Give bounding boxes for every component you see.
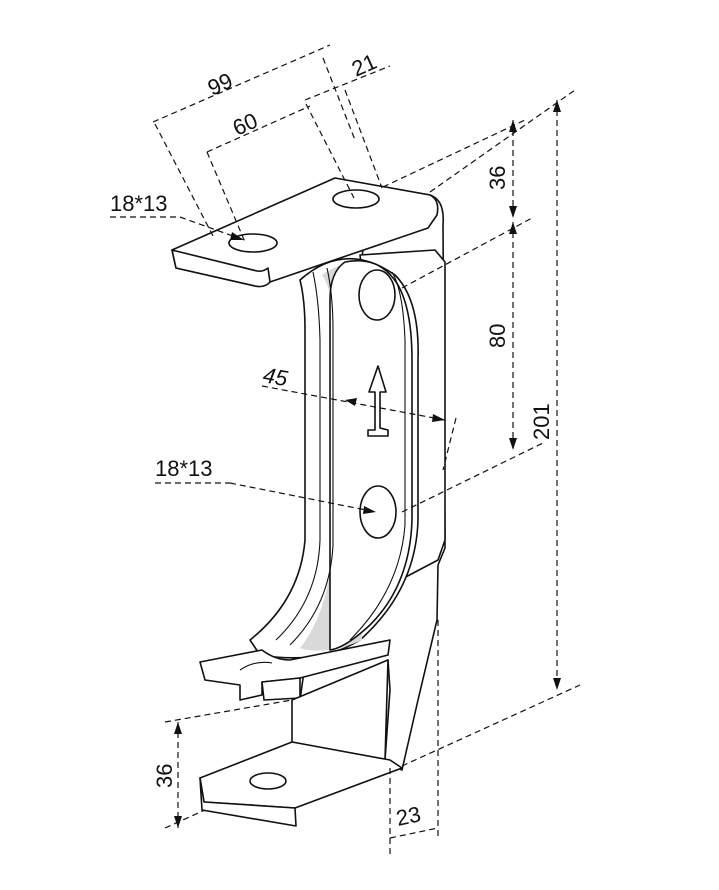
web-hole-lower: [359, 485, 397, 539]
arrowhead-45-right: [432, 414, 445, 422]
web-hole-upper: [358, 269, 396, 321]
dim-45-label: 45: [261, 362, 290, 391]
bracket-bottom-notch: [239, 661, 273, 671]
dim-21-label: 21: [348, 49, 381, 82]
dim-60-ext-right: [305, 103, 355, 199]
dim-36-top-label: 36: [485, 166, 510, 190]
bracket-web-plate: [329, 259, 413, 651]
bracket-bottom-front-flange: [199, 639, 391, 701]
direction-arrow-icon: [367, 365, 389, 437]
arrowhead-80-top: [509, 222, 517, 234]
dim-23-label: 23: [394, 801, 423, 831]
dim-18x13-mid-label: 18*13: [155, 456, 213, 481]
bracket-bottom-front-flange-step: [261, 677, 301, 701]
dim-18x13-top-leader: [179, 216, 245, 241]
arrowheads: [174, 100, 561, 828]
arrowhead-201-top: [553, 100, 561, 112]
arrowhead-18x13-mid: [363, 506, 376, 514]
arrowhead-18x13-top: [230, 232, 244, 240]
arrowhead-36-top: [509, 120, 517, 132]
dim-36-bottom-ext-bottom: [164, 809, 206, 829]
base-plate-hole: [249, 772, 287, 790]
dimension-lines: [110, 44, 581, 858]
arrowhead-45-left: [345, 398, 357, 406]
dim-60-line: [206, 105, 311, 153]
arrowhead-201-bottom: [553, 678, 561, 690]
dim-ext-80-top: [401, 217, 533, 289]
dim-21-line: [304, 65, 391, 101]
arrowhead-36b-top: [174, 722, 182, 734]
dim-99-ext-left: [154, 123, 214, 237]
bracket-top-flange-front-edge: [171, 249, 271, 288]
top-flange-hole-right: [332, 189, 380, 209]
arrowhead-36-bottom: [509, 206, 517, 218]
dim-201-label: 201: [529, 403, 554, 440]
dim-ext-201-bottom: [401, 684, 581, 767]
bracket-part: [171, 177, 446, 827]
dim-36-bottom-label: 36: [152, 764, 177, 788]
dim-80-label: 80: [485, 324, 510, 348]
dim-99-line: [152, 44, 331, 123]
dim-45-ext: [442, 417, 457, 471]
bracket-channel-edge-1: [275, 271, 321, 641]
bracket-channel-edge-3: [349, 271, 406, 641]
dim-18x13-top-label: 18*13: [110, 191, 168, 216]
dim-23-line: [389, 827, 439, 839]
dim-99-label: 99: [204, 68, 237, 101]
dim-99-ext-right: [322, 57, 356, 141]
arrowhead-36b-bottom: [174, 816, 182, 828]
dim-ext-top: [382, 119, 526, 188]
dim-60-label: 60: [229, 108, 262, 141]
dim-21-ext: [344, 89, 383, 189]
dim-36-bottom-ext-top: [164, 699, 293, 723]
bracket-base-plate-front-edge: [199, 777, 297, 827]
dim-60-ext-left: [206, 151, 246, 243]
arrowhead-80-bottom: [509, 438, 517, 450]
bracket-channel-edge-2: [289, 267, 334, 646]
dim-18x13-mid-leader: [229, 482, 377, 513]
dim-ext-80-bottom: [401, 441, 546, 513]
